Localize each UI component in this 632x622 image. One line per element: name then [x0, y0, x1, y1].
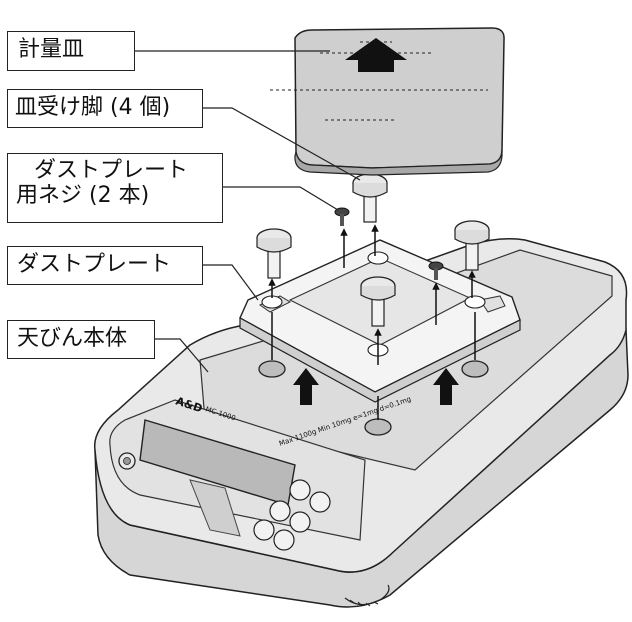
weighing-pan-label: 計量皿 — [7, 31, 135, 71]
weighing-pan — [270, 27, 505, 176]
dust-plate-label: ダストプレート — [7, 246, 203, 285]
dust-plate-screws — [334, 207, 444, 280]
pan-supports-label: 皿受け脚 (4 個) — [7, 89, 203, 128]
body-up-arrows — [293, 368, 459, 405]
keypad — [253, 479, 331, 551]
pan-support-feet — [256, 173, 490, 327]
assembly-arrows — [268, 224, 476, 420]
dust-plate-screws-label: ダストプレート 用ネジ (2 本) — [7, 153, 223, 223]
leader-lines — [135, 50, 361, 373]
balance-body-label: 天びん本体 — [7, 320, 155, 359]
